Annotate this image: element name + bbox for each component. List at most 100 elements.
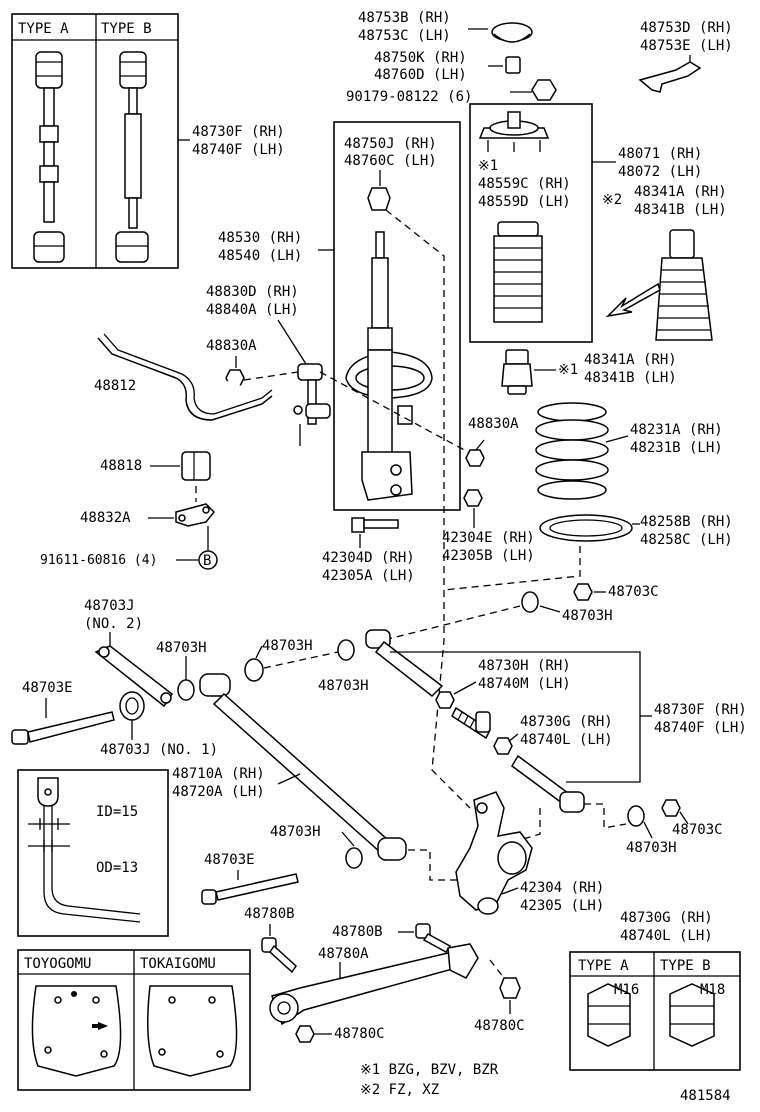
label-48840a: 48840A (LH)	[206, 302, 299, 318]
label-48780c-right: 48780C	[474, 1018, 525, 1034]
diagram-number: 481584	[680, 1088, 731, 1104]
label-91611-60816: 91611-60816 (4)	[40, 553, 157, 568]
label-48703c-right: 48703C	[672, 822, 723, 838]
label-48703j-no2: 48703J	[84, 598, 135, 614]
label-48753b: 48753B (RH)	[358, 10, 451, 26]
label-48341b-mid: 48341B (LH)	[584, 370, 677, 386]
label-48341a-top: 48341A (RH)	[634, 184, 727, 200]
nut-90179	[531, 79, 557, 101]
stabilizer-link-type-box: TYPE A TYPE B	[11, 13, 190, 269]
arm-end-48730f	[475, 711, 491, 733]
label-48258c: 48258C (LH)	[640, 532, 733, 548]
label-48341b-top: 48341B (LH)	[634, 202, 727, 218]
label-48760c: 48760C (LH)	[344, 153, 437, 169]
lower-arm-48730f	[511, 754, 585, 813]
bushing-48703j-no1	[119, 691, 145, 721]
label-48818: 48818	[100, 458, 142, 474]
note1-mark: ※1	[478, 158, 498, 174]
label-48703c-top: 48703C	[608, 584, 659, 600]
stabilizer-bar	[97, 333, 273, 421]
boot-48341	[655, 229, 713, 341]
footnote-2: ※2 FZ, XZ	[360, 1082, 439, 1098]
axle-knuckle	[455, 791, 533, 915]
label-48559d: 48559D (LH)	[478, 194, 571, 210]
label-48703e-top: 48703E	[22, 680, 73, 696]
lateral-arm-48780a	[269, 943, 479, 1043]
nut-type-table	[569, 951, 741, 1071]
nut-type-a-header: TYPE A	[578, 958, 629, 974]
label-48730f-rh-mid: 48730F (RH)	[654, 702, 747, 718]
label-48072: 48072 (LH)	[618, 164, 702, 180]
note2-mark: ※2	[602, 192, 622, 208]
arrow-icon	[605, 282, 661, 318]
label-48730g-mid: 48730G (RH)	[520, 714, 613, 730]
label-48231b: 48231B (LH)	[630, 440, 723, 456]
label-48812: 48812	[94, 378, 136, 394]
bushing-maker-table	[17, 949, 251, 1091]
strut-rod-48703j	[94, 645, 174, 708]
hose-inset-box	[17, 769, 169, 937]
label-48559c: 48559C (RH)	[478, 176, 571, 192]
rod-type-a-drawing	[33, 51, 65, 263]
bump-stopper	[501, 349, 533, 395]
label-48740f-lh-top: 48740F (LH)	[192, 142, 285, 158]
label-42304e: 42304E (RH)	[442, 530, 535, 546]
label-48231a: 48231A (RH)	[630, 422, 723, 438]
washer-48703h-b	[244, 658, 264, 682]
label-m16: M16	[614, 982, 639, 998]
upper-support-cap	[491, 22, 533, 43]
upper-mount	[478, 111, 550, 152]
label-90179-08122: 90179-08122 (6)	[346, 89, 472, 105]
note1-mark-mid: ※1	[558, 362, 578, 378]
label-48750j: 48750J (RH)	[344, 136, 437, 152]
label-48753d: 48753D (RH)	[640, 20, 733, 36]
label-48071: 48071 (RH)	[618, 146, 702, 162]
label-42304: 42304 (RH)	[520, 880, 604, 896]
label-48341a-mid: 48341A (RH)	[584, 352, 677, 368]
footnote-1: ※1 BZG, BZV, BZR	[360, 1062, 499, 1078]
label-od13: OD=13	[96, 860, 138, 876]
shock-absorber	[345, 231, 433, 501]
coil-spring	[535, 402, 609, 500]
label-48830a-left: 48830A	[206, 338, 257, 354]
upper-arm-48730h	[365, 629, 444, 698]
bolt-48780b-right	[415, 923, 452, 953]
circle-b-label: B	[203, 553, 211, 569]
bolt-48703e-bottom	[201, 873, 299, 905]
nut-48730h	[435, 691, 455, 709]
type-a-header: TYPE A	[18, 21, 69, 37]
label-42305a: 42305A (LH)	[322, 568, 415, 584]
label-48753c: 48753C (LH)	[358, 28, 451, 44]
washer-48703h-c	[337, 639, 355, 661]
washer-48703h-e	[627, 805, 645, 827]
label-48740l-bottom: 48740L (LH)	[620, 928, 713, 944]
bolt-42304d	[351, 517, 399, 533]
label-48710a: 48710A (RH)	[172, 766, 265, 782]
label-48832a: 48832A	[80, 510, 131, 526]
nut-48780c-right	[499, 977, 521, 999]
label-48703h-b: 48703H	[262, 638, 313, 654]
label-48780a: 48780A	[318, 946, 369, 962]
stopper-bushing	[505, 56, 521, 74]
stabilizer-link	[293, 363, 331, 446]
label-48740l-mid: 48740L (LH)	[520, 732, 613, 748]
boot-48559	[493, 221, 543, 323]
label-48720a: 48720A (LH)	[172, 784, 265, 800]
label-48750k: 48750K (RH)	[374, 50, 467, 66]
label-48703h-d: 48703H	[270, 824, 321, 840]
nut-type-b-header: TYPE B	[660, 958, 711, 974]
nut-48830a-right	[465, 449, 485, 467]
label-48258b: 48258B (RH)	[640, 514, 733, 530]
bolt-48780b-left	[261, 937, 297, 974]
strut-nut	[367, 187, 391, 211]
label-48740f-lh-mid: 48740F (LH)	[654, 720, 747, 736]
washer-48703h-a	[177, 679, 195, 701]
label-48730f-rh-top: 48730F (RH)	[192, 124, 285, 140]
nut-48703c-top	[573, 583, 593, 601]
label-48703h-e: 48703H	[626, 840, 677, 856]
label-48730h: 48730H (RH)	[478, 658, 571, 674]
stabilizer-bracket	[175, 503, 216, 527]
bolt-48703e-top	[11, 711, 115, 745]
label-toyogomu: TOYOGOMU	[24, 956, 91, 972]
